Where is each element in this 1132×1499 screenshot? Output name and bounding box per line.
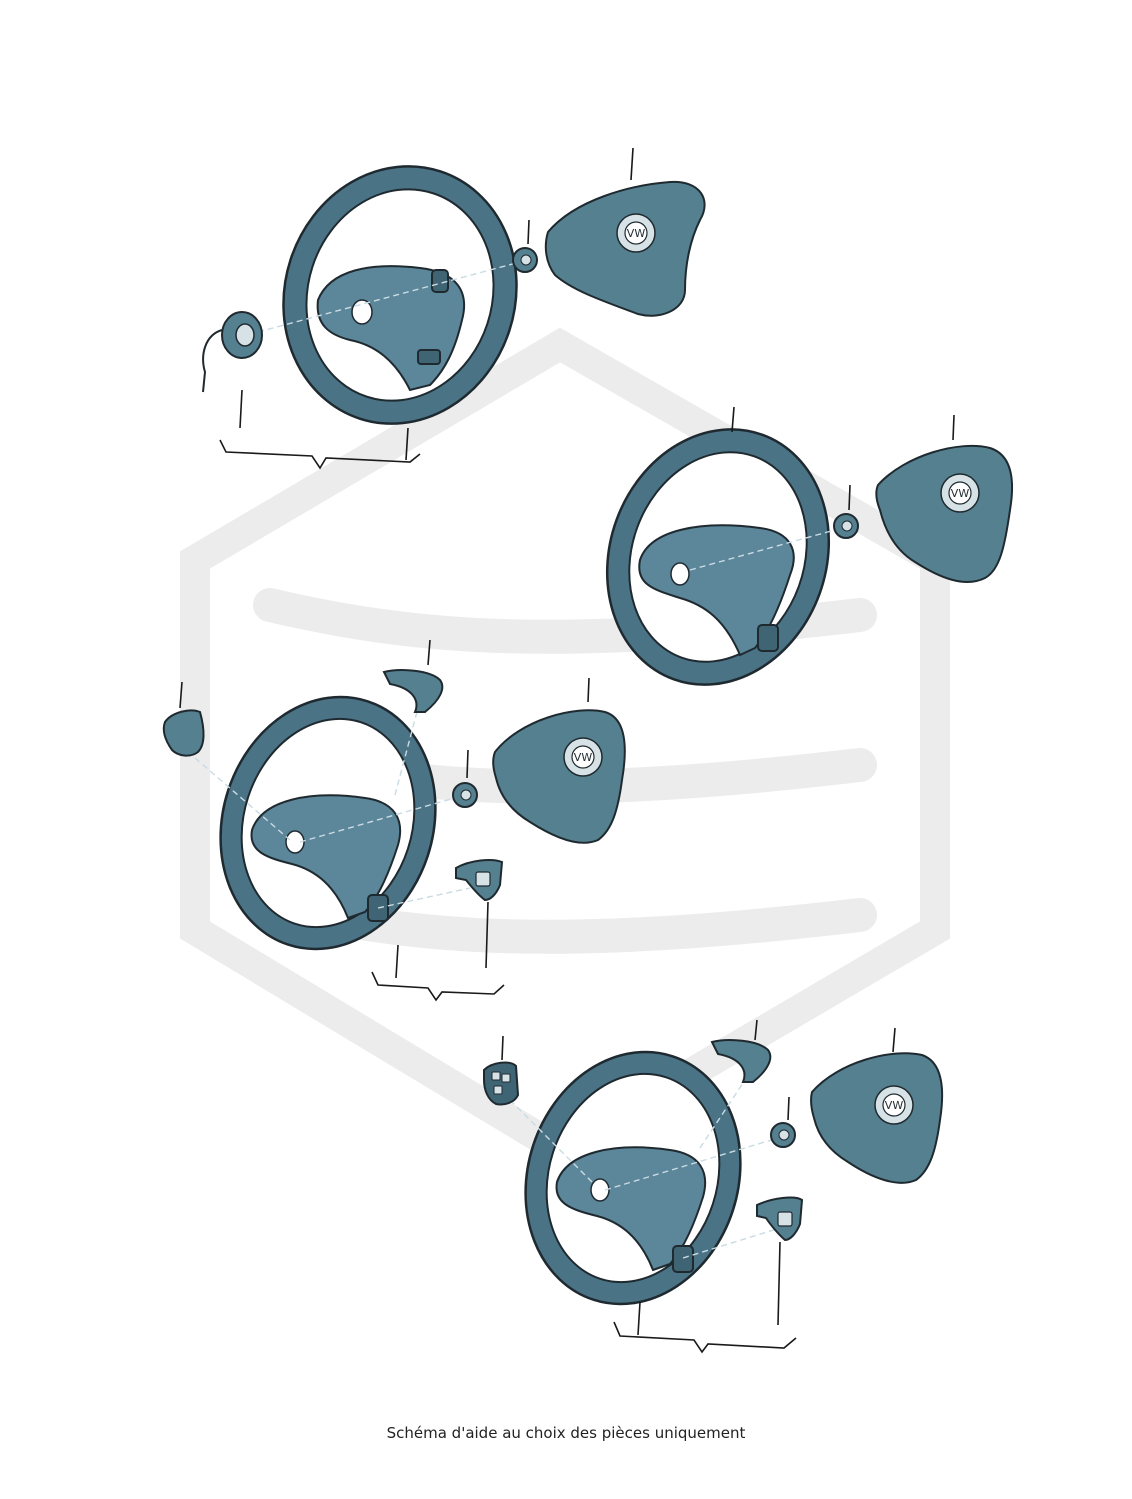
airbag-1: VW xyxy=(544,180,706,317)
clock-spring-1 xyxy=(202,311,263,393)
airbag-nut-2 xyxy=(833,513,859,539)
vw-emblem-icon: VW xyxy=(627,227,646,240)
multifunction-button-4 xyxy=(483,1061,520,1106)
steering-wheel-assembly-4: VW xyxy=(483,1019,944,1354)
airbag-2: VW xyxy=(875,444,1014,583)
vw-emblem-icon: VW xyxy=(885,1099,904,1112)
vw-emblem-icon: VW xyxy=(574,751,593,764)
steering-wheel-assembly-1: VW xyxy=(202,147,706,470)
callout-leaders-3 xyxy=(179,639,590,1002)
airbag-nut-1 xyxy=(512,247,538,273)
trim-cover-right-3 xyxy=(382,669,444,713)
callout-leaders-1 xyxy=(219,147,634,470)
airbag-nut-3 xyxy=(452,782,478,808)
diagram-caption: Schéma d'aide au choix des pièces unique… xyxy=(386,1424,746,1442)
steering-wheel-1 xyxy=(282,165,518,425)
steering-wheel-assembly-3: VW xyxy=(162,639,626,1002)
airbag-4: VW xyxy=(809,1052,944,1184)
steering-wheel-assembly-2: VW xyxy=(605,406,1014,686)
steering-wheel-2 xyxy=(605,428,831,686)
lower-trim-3 xyxy=(455,859,504,902)
callout-leaders-4 xyxy=(501,1019,896,1354)
airbag-nut-4 xyxy=(770,1122,796,1148)
lower-trim-4 xyxy=(756,1196,804,1242)
steering-wheel-3 xyxy=(219,695,437,951)
steering-wheel-4 xyxy=(524,1050,742,1306)
vw-emblem-icon: VW xyxy=(951,487,970,500)
trim-cover-right-4 xyxy=(710,1039,772,1083)
callout-leaders-2 xyxy=(731,406,955,511)
button-cover-left-3 xyxy=(162,709,205,757)
airbag-3: VW xyxy=(492,709,626,844)
